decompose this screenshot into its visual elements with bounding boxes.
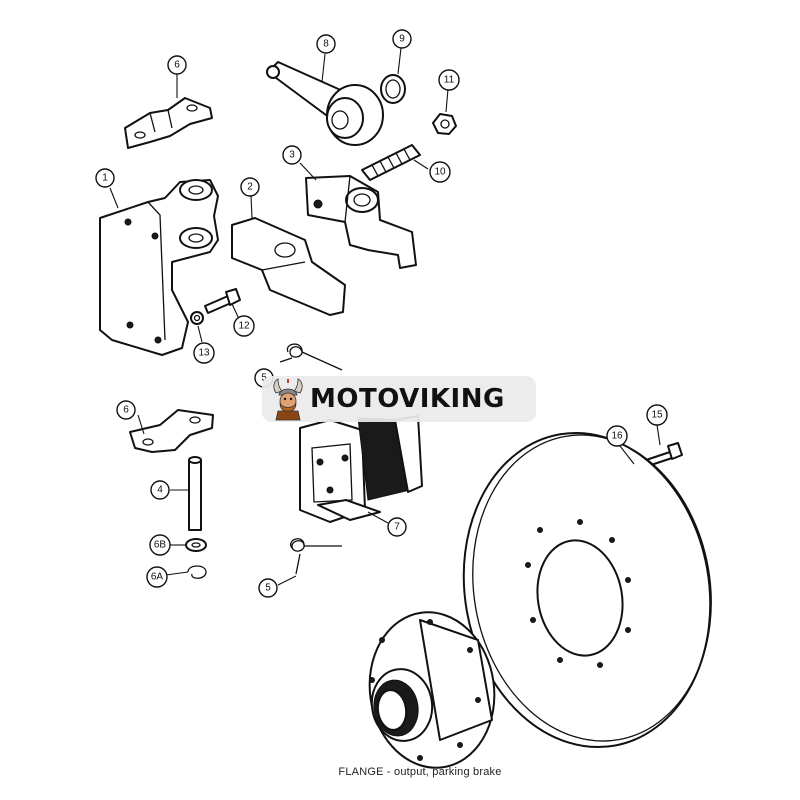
callout-6a: 6A (146, 566, 168, 588)
nut-part-11 (432, 113, 457, 135)
callout-label: 7 (394, 522, 400, 533)
callout-5-lower: 5 (258, 578, 278, 598)
callout-label: 8 (323, 39, 329, 50)
spring-part-5-lower (290, 538, 342, 575)
callout-12: 12 (233, 315, 255, 337)
callout-label: 13 (198, 348, 210, 359)
lever-arm-part-2 (231, 217, 346, 316)
watermark-banner: MOTOVIKING (262, 376, 536, 422)
callout-15: 15 (646, 404, 668, 426)
callout-6-lower: 6 (116, 400, 136, 420)
caliper-housing-part-1 (99, 179, 219, 356)
clip-part-6a (187, 565, 207, 579)
spring-part-5-upper (279, 343, 343, 371)
callout-label: 5 (265, 583, 271, 594)
callout-label: 16 (611, 431, 623, 442)
callout-label: 15 (651, 410, 663, 421)
bolt-part-12 (204, 288, 241, 314)
callout-8: 8 (316, 34, 336, 54)
watermark-text: MOTOVIKING (310, 384, 505, 414)
caption-text: FLANGE - output, parking brake (338, 766, 502, 778)
callout-label: 11 (444, 75, 455, 86)
diagram-caption: FLANGE - output, parking brake (0, 766, 800, 778)
pin-part-4 (188, 456, 202, 531)
callout-6b: 6B (149, 534, 171, 556)
callout-label: 6 (174, 60, 180, 71)
callout-13: 13 (193, 342, 215, 364)
callout-label: 3 (289, 150, 295, 161)
brake-disc (462, 431, 712, 749)
callout-4: 4 (150, 480, 170, 500)
output-flange (368, 611, 496, 769)
callout-16: 16 (606, 425, 628, 447)
washer-part-13 (190, 311, 204, 325)
lever-block-part-3 (305, 175, 417, 269)
brake-pad-assembly-part-7 (299, 415, 423, 523)
threaded-rod-part-10 (361, 144, 421, 181)
callout-10: 10 (429, 161, 451, 183)
callout-label: 10 (434, 167, 446, 178)
callout-11: 11 (438, 69, 460, 91)
callout-label: 9 (399, 34, 405, 45)
bracket-part-6-lower (129, 409, 214, 453)
callouts: 1 2 3 4 5 5 6 6 6A 6B 7 8 9 10 11 12 13 … (95, 29, 668, 598)
bracket-part-6-upper (124, 97, 213, 149)
callout-1: 1 (95, 168, 115, 188)
lever-part-8 (266, 61, 384, 146)
viking-mascot-icon (273, 378, 303, 421)
callout-2: 2 (240, 177, 260, 197)
callout-label: 12 (238, 321, 250, 332)
callout-label: 6B (154, 540, 167, 551)
ring-part-9 (380, 74, 406, 104)
callout-label: 1 (102, 173, 108, 184)
callout-7: 7 (387, 517, 407, 537)
callout-label: 2 (247, 182, 253, 193)
callout-3: 3 (282, 145, 302, 165)
washer-part-6b (185, 538, 207, 552)
callout-label: 6 (123, 405, 129, 416)
bolt-part-15 (645, 442, 683, 467)
callout-6-upper: 6 (167, 55, 187, 75)
callout-9: 9 (392, 29, 412, 49)
callout-label: 6A (151, 572, 164, 583)
callout-label: 4 (157, 485, 163, 496)
